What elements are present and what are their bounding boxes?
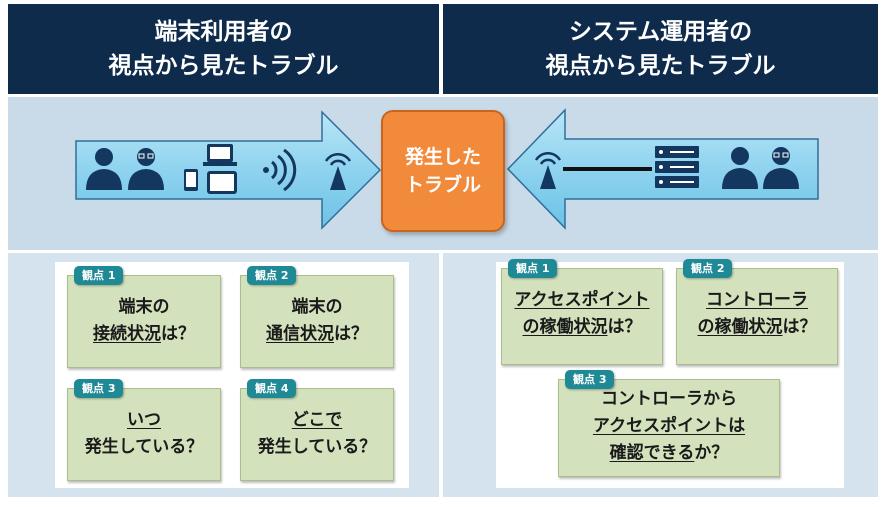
viewpoint-suffix: か？ <box>694 443 729 463</box>
viewpoint-keyword: どこで <box>291 410 343 430</box>
viewpoint-card: 観点 2 端末の 通信状況は？ <box>240 266 394 368</box>
viewpoint-keyword: 接続状況 <box>93 324 161 344</box>
tablet-icon <box>207 171 237 194</box>
wifi-signal-icon <box>263 148 297 192</box>
viewpoint-card: 観点 3 コントローラから アクセスポイントは 確認できるか？ <box>558 370 780 477</box>
person-icon <box>722 147 758 189</box>
smartphone-icon <box>184 169 198 191</box>
trouble-box-line1: 発生した <box>404 146 481 168</box>
header-end-user-line1: 端末利用者の <box>154 19 293 45</box>
viewpoint-tag: 観点 2 <box>247 266 297 285</box>
viewpoint-card: 観点 2 コントローラ の稼働状況は？ <box>676 259 838 365</box>
viewpoint-suffix: は？ <box>607 317 642 337</box>
viewpoint-line: コントローラから <box>601 389 737 409</box>
viewpoint-line: 発生している？ <box>257 437 377 457</box>
trouble-box-line2: トラブル <box>404 174 481 196</box>
viewpoint-line: 発生している？ <box>84 437 204 457</box>
viewpoint-keyword: アクセスポイントは <box>592 416 746 436</box>
viewpoint-card: 観点 1 端末の 接続状況は？ <box>67 266 221 368</box>
viewpoint-tag: 観点 4 <box>247 379 297 398</box>
viewpoint-keyword: 通信状況 <box>266 324 334 344</box>
viewpoint-suffix: は？ <box>782 317 817 337</box>
viewpoint-card: 観点 1 アクセスポイント の稼働状況は？ <box>501 259 663 365</box>
viewpoint-keyword: アクセスポイント <box>514 290 650 310</box>
viewpoint-keyword: いつ <box>127 410 161 430</box>
viewpoint-card: 観点 4 どこで 発生している？ <box>240 379 394 481</box>
viewpoint-keyword: コントローラ <box>706 290 808 310</box>
person-icon <box>86 148 122 190</box>
end-user-viewpoints-section: 観点 1 端末の 接続状況は？ 観点 2 端末の 通信状況は？ 観点 3 いつ … <box>8 253 439 497</box>
operator-viewpoints-panel: 観点 1 アクセスポイント の稼働状況は？ 観点 2 コントローラ の稼働状況は… <box>496 259 844 488</box>
viewpoint-line: 端末の <box>291 297 343 317</box>
trouble-box: 発生した トラブル <box>381 110 505 232</box>
left-arrow <box>75 110 382 230</box>
laptop-icon <box>203 144 237 166</box>
viewpoint-keyword: の稼働状況 <box>522 317 608 337</box>
operator-viewpoints-section: 観点 1 アクセスポイント の稼働状況は？ 観点 2 コントローラ の稼働状況は… <box>443 253 878 497</box>
header-system-operator-line1: システム運用者の <box>568 19 753 45</box>
header-end-user: 端末利用者の 視点から見たトラブル <box>8 4 439 94</box>
header-system-operator: システム運用者の 視点から見たトラブル <box>443 4 878 94</box>
header-system-operator-line2: 視点から見たトラブル <box>545 53 776 79</box>
access-point-icon <box>534 151 562 189</box>
viewpoint-card: 観点 3 いつ 発生している？ <box>67 379 221 481</box>
viewpoint-tag: 観点 1 <box>74 266 124 285</box>
viewpoint-tag: 観点 2 <box>683 259 733 278</box>
viewpoint-suffix: は？ <box>161 324 195 344</box>
header-end-user-line2: 視点から見たトラブル <box>108 53 339 79</box>
viewpoint-line: 端末の <box>118 297 170 317</box>
end-user-viewpoints-panel: 観点 1 端末の 接続状況は？ 観点 2 端末の 通信状況は？ 観点 3 いつ … <box>55 262 409 488</box>
person-icon <box>763 147 799 189</box>
access-point-icon <box>324 152 352 190</box>
server-icon <box>655 146 699 188</box>
person-icon <box>128 148 164 190</box>
viewpoint-tag: 観点 3 <box>565 370 615 389</box>
viewpoint-suffix: は？ <box>334 324 368 344</box>
viewpoint-keyword: 確認できる <box>609 443 695 463</box>
viewpoint-tag: 観点 1 <box>508 259 558 278</box>
viewpoint-keyword: の稼働状況 <box>697 317 783 337</box>
viewpoint-tag: 観点 3 <box>74 379 124 398</box>
